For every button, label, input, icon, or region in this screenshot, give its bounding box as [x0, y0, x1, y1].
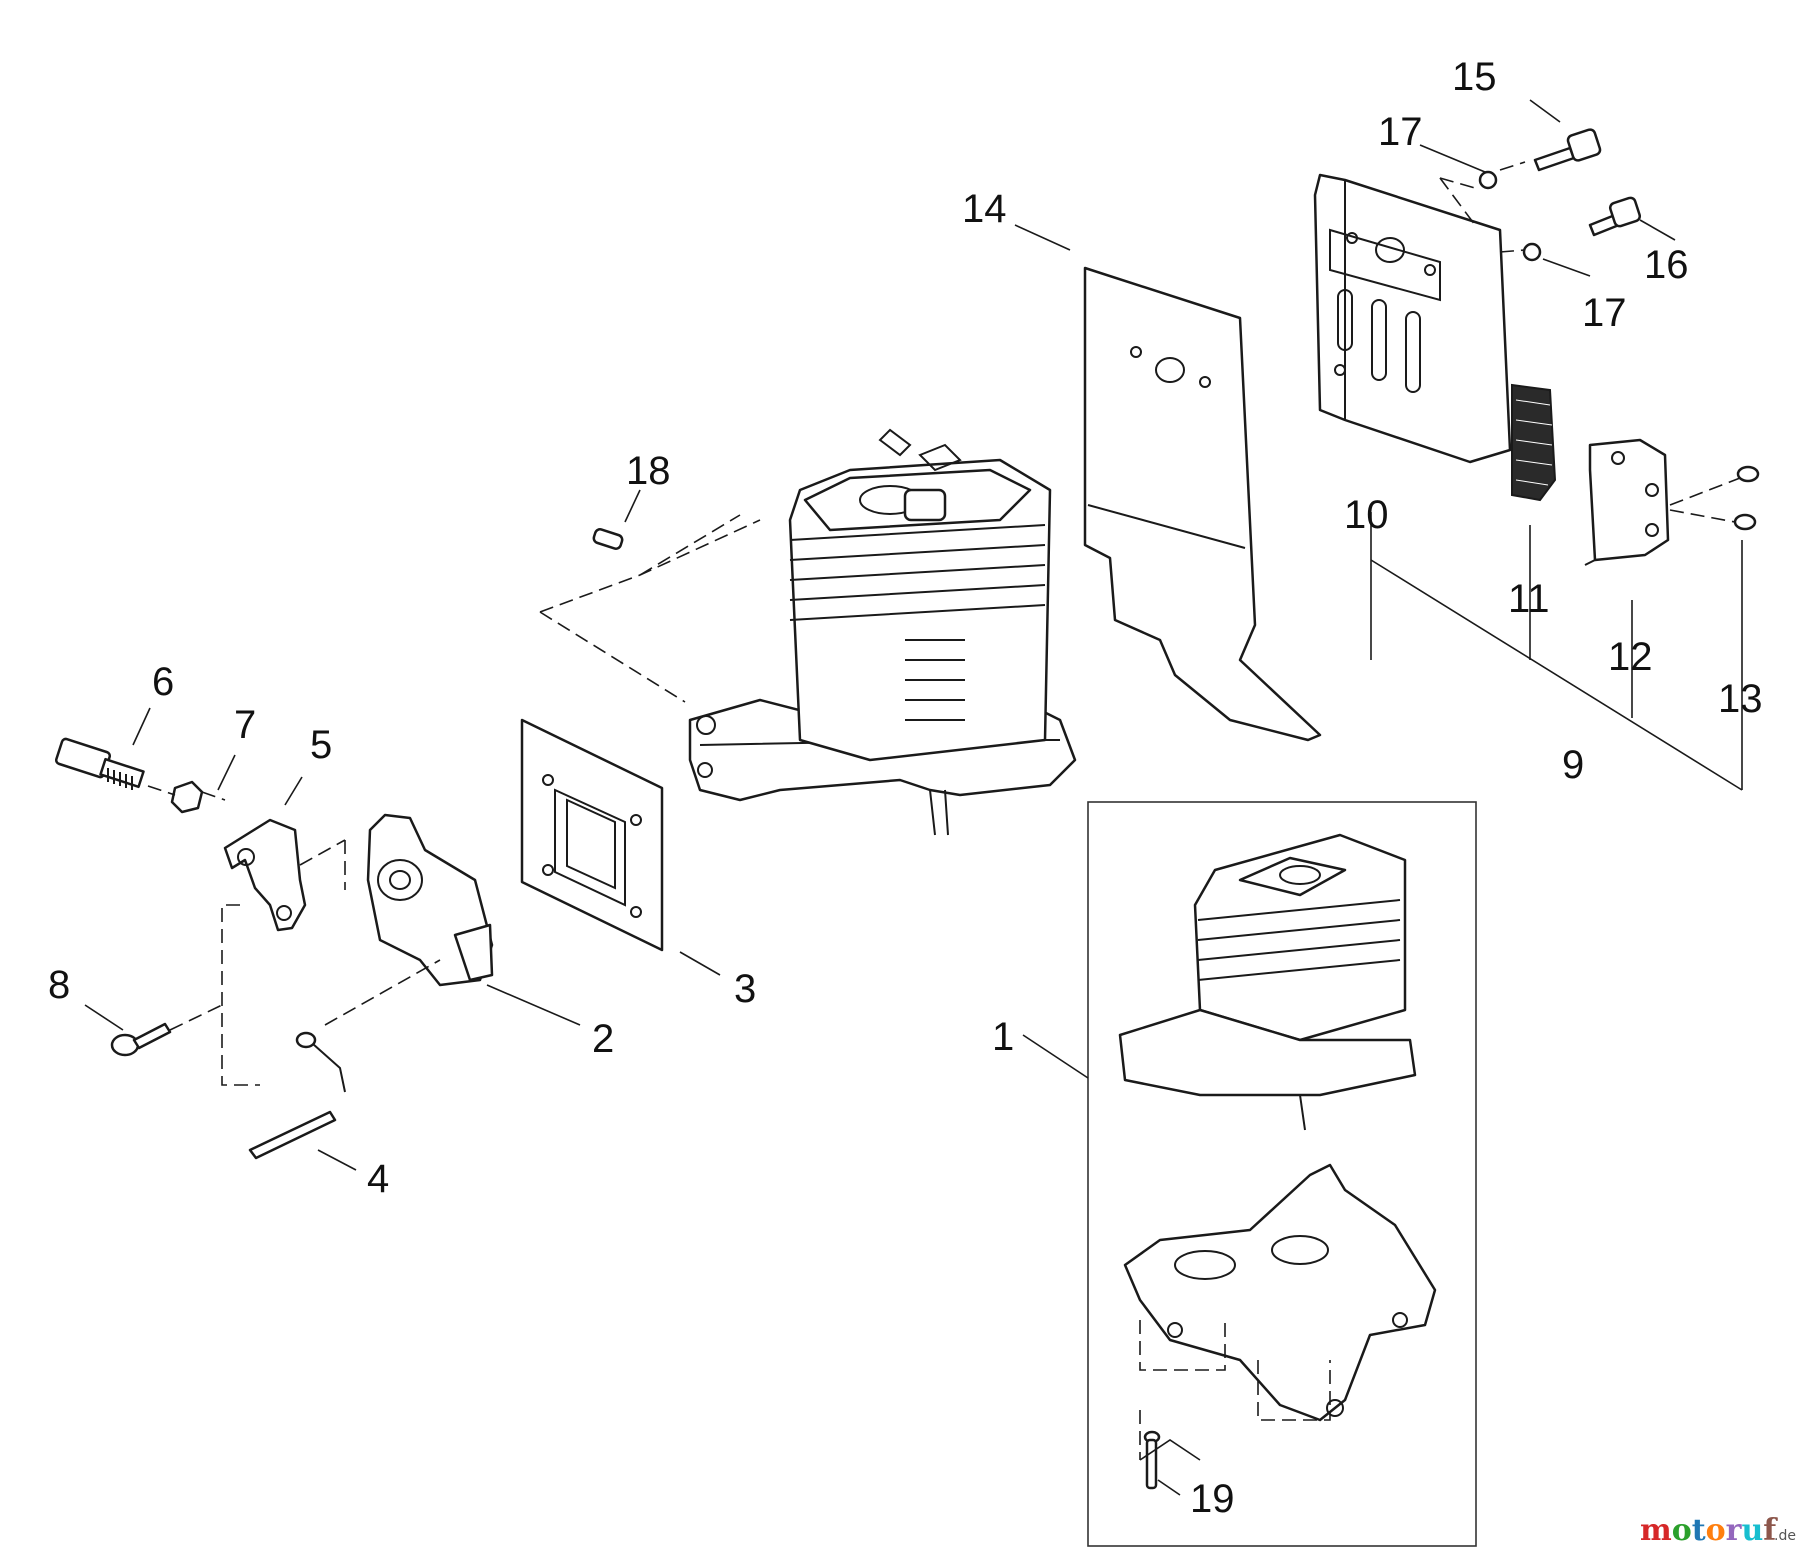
callout-13: 13 — [1718, 677, 1763, 721]
callout-14: 14 — [962, 187, 1007, 231]
part-15-bolt — [1533, 128, 1602, 172]
cylinder-assembly — [688, 428, 1077, 836]
part-10-muffler — [1313, 173, 1512, 464]
svg-text:motoruf: motoruf — [1640, 1513, 1778, 1548]
part-1-cylinder — [1118, 833, 1417, 1131]
part-5-bracket — [223, 818, 307, 932]
callout-12: 12 — [1608, 635, 1653, 679]
callout-17-bottom: 17 — [1582, 291, 1627, 335]
leader-lines — [84, 99, 1743, 1496]
watermark-logo: motoruf .de — [1640, 1513, 1796, 1548]
callout-11: 11 — [1508, 577, 1550, 621]
callout-9: 9 — [1562, 743, 1584, 787]
part-18-pin — [592, 528, 624, 550]
part-1-assembly-frame — [1087, 801, 1477, 1547]
part-4-rod — [248, 1031, 346, 1160]
part-17-washer-top — [1478, 170, 1498, 190]
callout-8: 8 — [48, 963, 70, 1007]
callout-1: 1 — [992, 1015, 1014, 1059]
callout-2: 2 — [592, 1017, 614, 1061]
callout-17-top: 17 — [1378, 110, 1423, 154]
alignment-lines — [147, 161, 1741, 1460]
callout-18: 18 — [626, 449, 671, 493]
svg-text:.de: .de — [1774, 1528, 1796, 1544]
callout-7: 7 — [234, 703, 256, 747]
part-12-cover — [1584, 438, 1670, 566]
callout-19: 19 — [1190, 1477, 1235, 1521]
part-19-screw — [1143, 1430, 1161, 1490]
callout-10: 10 — [1344, 493, 1389, 537]
part-3-gasket — [520, 718, 664, 952]
callout-6: 6 — [152, 660, 174, 704]
callouts: 1 2 3 4 5 6 7 8 9 10 11 12 13 14 15 16 1… — [48, 55, 1763, 1521]
part-16-bolt — [1588, 196, 1642, 237]
callout-3: 3 — [734, 967, 756, 1011]
part-11-screen — [1511, 383, 1557, 502]
part-7-nut — [170, 780, 204, 814]
part-6-screw — [54, 737, 145, 790]
part-13-screws — [1733, 465, 1760, 531]
part-14-heat-shield — [1083, 266, 1322, 742]
part-8-screw — [110, 1022, 172, 1057]
callout-15: 15 — [1452, 55, 1497, 99]
callout-16: 16 — [1644, 243, 1689, 287]
part-1-crankcase — [1123, 1163, 1437, 1422]
part-17-washer-bottom — [1522, 242, 1542, 262]
callout-5: 5 — [310, 723, 332, 767]
part-2-insulator — [366, 813, 494, 987]
callout-4: 4 — [367, 1157, 389, 1201]
